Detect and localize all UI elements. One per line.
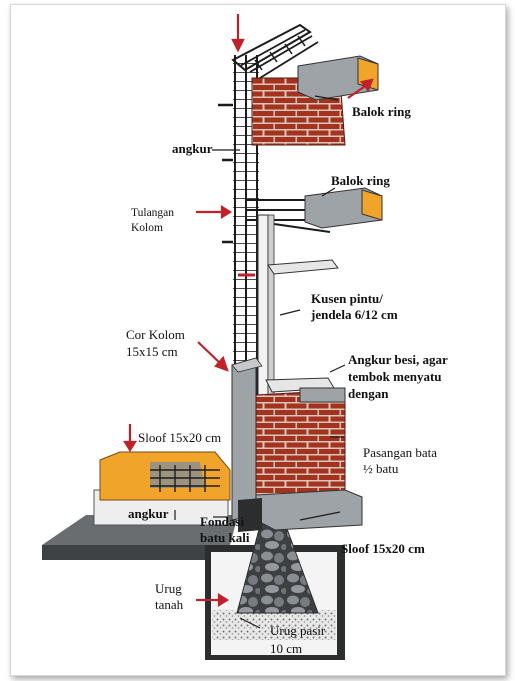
label-angkur-bottom: angkur bbox=[128, 506, 169, 521]
soil-trench bbox=[42, 515, 345, 660]
label-fondasi-line1: Fondasi bbox=[200, 514, 245, 529]
sloof-right-beam bbox=[238, 489, 363, 532]
label-kusen-line1: Kusen pintu/ bbox=[311, 291, 383, 306]
label-balok-ring-mid: Balok ring bbox=[331, 173, 390, 188]
lower-brick-wall bbox=[255, 387, 346, 501]
label-cor-kolom-line1: Cor Kolom bbox=[126, 327, 185, 342]
label-angkur-top: angkur bbox=[172, 141, 213, 156]
balok-ring-mid-beam bbox=[246, 187, 383, 233]
sloof-left bbox=[93, 451, 231, 526]
label-sloof-right: Sloof 15x20 cm bbox=[341, 541, 425, 556]
label-urug-tanah-line2: tanah bbox=[155, 597, 184, 612]
label-angkur-besi-line2: tembok menyatu bbox=[348, 369, 442, 384]
label-cor-kolom-line2: 15x15 cm bbox=[126, 344, 178, 359]
label-tulangan-line2: Kolom bbox=[131, 222, 163, 234]
balok-ring-top-beam bbox=[297, 55, 379, 101]
label-kusen-line2: jendela 6/12 cm bbox=[311, 307, 398, 322]
label-sloof-left: Sloof 15x20 cm bbox=[138, 430, 222, 445]
label-angkur-besi-line1: Angkur besi, agar bbox=[348, 352, 448, 367]
label-tulangan-line1: Tulangan bbox=[131, 207, 175, 219]
label-urug-pasir-line1: Urug pasir bbox=[270, 623, 326, 638]
label-pasangan-line1: Pasangan bata bbox=[363, 445, 438, 460]
label-urug-tanah-line1: Urug bbox=[155, 581, 182, 596]
label-urug-pasir-line2: 10 cm bbox=[270, 641, 303, 656]
red-arrows bbox=[123, 14, 374, 607]
sand-layer bbox=[212, 610, 336, 640]
leader-lines bbox=[174, 95, 346, 629]
label-fondasi-line2: batu kali bbox=[200, 530, 250, 545]
top-beam-rebar bbox=[231, 23, 319, 79]
label-pasangan-line2: ½ batu bbox=[363, 461, 399, 476]
label-balok-ring-top: Balok ring bbox=[352, 104, 411, 119]
label-angkur-besi-line3: dengan bbox=[348, 386, 389, 401]
